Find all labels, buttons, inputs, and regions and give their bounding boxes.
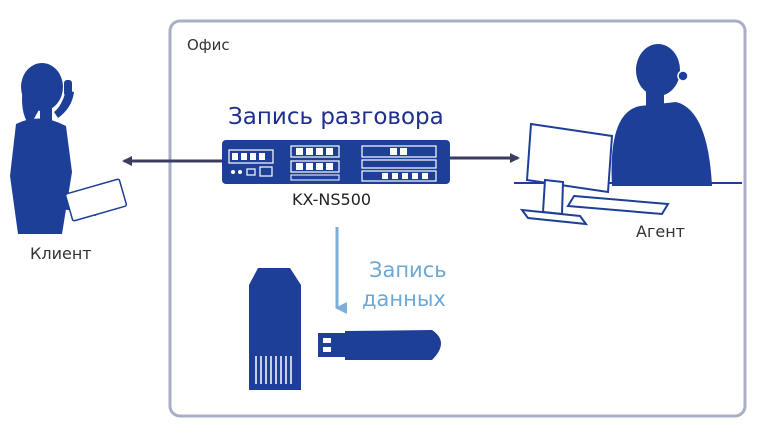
office-frame	[168, 19, 747, 418]
data-recording-label-line1: Запись	[369, 258, 447, 282]
storage-card-icon	[249, 268, 301, 390]
agent-label: Агент	[636, 222, 685, 241]
agent-headset-band	[633, 40, 685, 75]
agent-headset-icon	[611, 44, 712, 186]
keyboard-icon	[566, 194, 670, 216]
client-notebook-icon	[64, 178, 128, 222]
client-person-icon	[10, 63, 100, 234]
device-model-label: KX-NS500	[292, 190, 372, 209]
office-label: Офис	[187, 36, 230, 54]
data-recording-label-line2: данных	[362, 287, 446, 311]
client-label: Клиент	[30, 244, 92, 263]
agent-headset-earpiece	[677, 70, 689, 82]
computer-monitor-icon	[519, 122, 614, 226]
call-recording-title: Запись разговора	[228, 104, 444, 130]
pbx-device-icon	[222, 140, 450, 184]
usb-drive-icon	[318, 330, 441, 360]
